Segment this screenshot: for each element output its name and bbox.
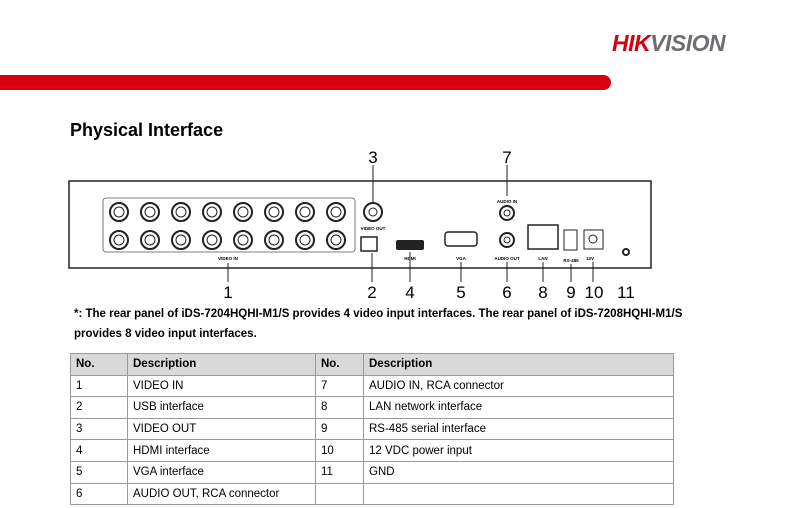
- bnc-connector: [295, 202, 315, 222]
- table-cell: 9: [315, 417, 364, 441]
- bnc-connector: [237, 234, 249, 246]
- bnc-connector: [237, 206, 249, 218]
- bnc-connector: [113, 206, 125, 218]
- bnc-connector: [171, 230, 191, 250]
- table-cell: 6: [70, 482, 128, 506]
- bnc-connector: [175, 234, 187, 246]
- table-cell: 7: [315, 374, 364, 398]
- bnc-connector: [264, 230, 284, 250]
- bnc-connector: [295, 230, 315, 250]
- table-cell: VIDEO IN: [127, 374, 316, 398]
- svg-text:AUDIO IN: AUDIO IN: [497, 199, 517, 204]
- bnc-connector: [144, 206, 156, 218]
- table-cell: 5: [70, 460, 128, 484]
- table-cell: 8: [315, 396, 364, 419]
- bnc-connector: [113, 234, 125, 246]
- lan-port: [527, 224, 559, 250]
- table-cell: [315, 482, 364, 506]
- callout-4: 4: [405, 283, 414, 302]
- bnc-connector: [326, 202, 346, 222]
- rear-panel-diagram: VIDEO OUT VIDEO IN HDMI VGA AUDIO IN AUD…: [68, 148, 652, 302]
- page-title: Physical Interface: [70, 120, 224, 140]
- table-cell: 3: [70, 417, 128, 441]
- svg-text:12V: 12V: [586, 256, 594, 261]
- svg-text:AUDIO OUT: AUDIO OUT: [494, 256, 520, 261]
- table-cell: GND: [363, 460, 674, 484]
- usb-port: [360, 236, 378, 252]
- svg-text:RS-485: RS-485: [563, 258, 579, 263]
- bnc-connector: [171, 202, 191, 222]
- bnc-connector: [109, 230, 129, 250]
- table-cell: LAN network interface: [363, 396, 674, 419]
- callout-1: 1: [223, 283, 232, 302]
- table-cell: AUDIO OUT, RCA connector: [127, 482, 316, 506]
- rs485-port: [563, 229, 578, 251]
- bnc-connector: [330, 206, 342, 218]
- callout-3: 3: [368, 148, 377, 167]
- table-cell: VIDEO OUT: [127, 417, 316, 441]
- table-cell: VGA interface: [127, 460, 316, 484]
- bnc-connector: [268, 206, 280, 218]
- callout-10: 10: [585, 283, 604, 302]
- bnc-connector: [330, 234, 342, 246]
- gnd-terminal: [622, 248, 630, 256]
- callout-6: 6: [502, 283, 511, 302]
- bnc-connector: [233, 230, 253, 250]
- bnc-connector: [202, 202, 222, 222]
- table-cell: HDMI interface: [127, 439, 316, 462]
- table-cell: [363, 482, 674, 506]
- callout-5: 5: [456, 283, 465, 302]
- header-red-bar: [0, 75, 611, 90]
- video-out-connector: [363, 202, 383, 222]
- callout-2: 2: [367, 283, 376, 302]
- bnc-connector: [175, 206, 187, 218]
- power-port: [583, 229, 604, 250]
- hikvision-logo: HIKVISION: [612, 30, 726, 56]
- bnc-connector: [264, 202, 284, 222]
- table-cell: RS-485 serial interface: [363, 417, 674, 441]
- table-cell: 12 VDC power input: [363, 439, 674, 462]
- table-cell: 10: [315, 439, 364, 462]
- table-cell: 11: [315, 460, 364, 484]
- table-cell: 1: [70, 374, 128, 398]
- video-in-connectors: [109, 202, 346, 250]
- bnc-connector: [326, 230, 346, 250]
- bnc-connector: [299, 234, 311, 246]
- svg-text:VGA: VGA: [456, 256, 467, 261]
- bnc-connector: [144, 234, 156, 246]
- bnc-connector: [299, 206, 311, 218]
- callout-7: 7: [502, 148, 511, 167]
- table-cell: 2: [70, 396, 128, 419]
- callout-8: 8: [538, 283, 547, 302]
- hdmi-port: [396, 240, 424, 250]
- callout-9: 9: [566, 283, 575, 302]
- table-cell: 4: [70, 439, 128, 462]
- bnc-connector: [202, 230, 222, 250]
- svg-text:LAN: LAN: [538, 256, 547, 261]
- callout-11: 11: [617, 283, 635, 302]
- bnc-connector: [233, 202, 253, 222]
- bnc-connector: [206, 234, 218, 246]
- table-header: No. Description No. Description: [70, 353, 674, 376]
- vga-port: [444, 231, 478, 247]
- bnc-connector: [206, 206, 218, 218]
- bnc-connector: [140, 202, 160, 222]
- table-cell: AUDIO IN, RCA connector: [363, 374, 674, 398]
- bnc-connector: [268, 234, 280, 246]
- bnc-connector: [140, 230, 160, 250]
- table-cell: USB interface: [127, 396, 316, 419]
- footnote: *: The rear panel of iDS-7204HQHI-M1/S p…: [74, 308, 683, 340]
- video-in-label: VIDEO IN: [218, 256, 238, 261]
- video-out-label: VIDEO OUT: [361, 226, 386, 231]
- bnc-connector: [109, 202, 129, 222]
